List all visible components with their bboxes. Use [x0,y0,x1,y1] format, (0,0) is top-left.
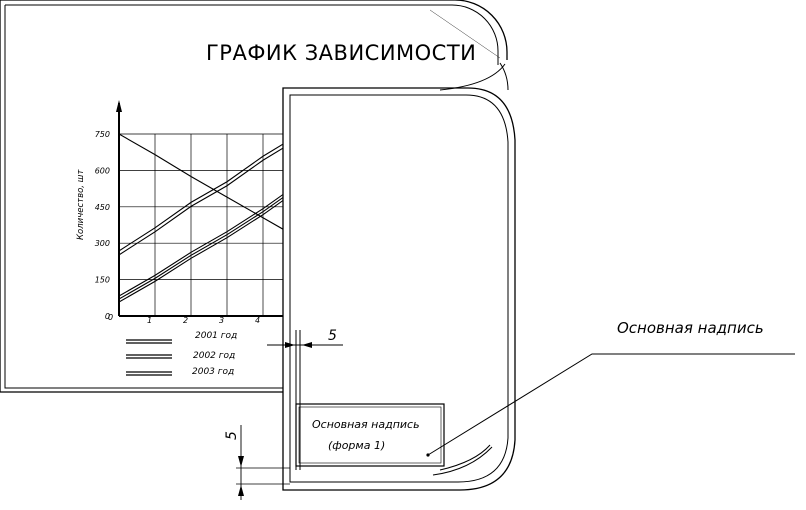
x-tick-label: 2 [183,316,188,325]
legend-item-2003: 2003 год [126,367,234,377]
legend-item-2002: 2002 год [126,351,235,361]
x-tick-label: 4 [255,316,260,325]
front-sheet [282,87,516,491]
legend-item-2001: 2001 год [126,331,237,344]
callout-label: Основная надпись [617,319,764,337]
x-tick-label: 1 [147,316,152,325]
title-block-line1: Основная надпись [312,418,420,431]
chart-axes [116,100,299,317]
title-block [295,403,445,467]
y-tick-labels: 0 150 300 450 600 750 [95,130,110,321]
y-tick-label: 0 [105,312,110,321]
y-tick-label: 300 [95,239,110,248]
dimension-vertical: 5 [224,425,290,500]
sheet-title: ГРАФИК ЗАВИСИМОСТИ [206,41,476,65]
series-line [119,193,283,297]
callout-leader [427,353,795,456]
title-block-line2: (форма 1) [328,439,385,452]
front-sheet-inner [289,94,509,483]
y-axis-arrow [116,100,122,112]
series-line [119,147,283,256]
series-line [119,133,283,230]
series-line [119,143,283,252]
back-sheet [0,0,508,393]
series-2 [119,143,283,256]
legend-label-2003: 2003 год [192,367,234,377]
dimension-horizontal-value: 5 [328,328,337,344]
x-tick-labels: 0 1 2 3 4 [108,313,260,325]
sheet-curl [432,62,509,476]
series-line [119,199,283,303]
y-tick-label: 150 [95,276,110,285]
dimension-vertical-value: 5 [224,431,240,440]
back-sheet-inner [4,4,499,389]
chart-grid [118,133,300,317]
legend-label-2002: 2002 год [193,351,235,361]
series-line [119,196,283,300]
legend: 2001 год 2002 год 2003 год [126,331,237,377]
series-1 [119,133,283,230]
series-3 [119,193,283,303]
y-axis-label: Количество, шт [76,169,86,240]
legend-label-2001: 2001 год [195,331,237,341]
chart-series [119,133,283,303]
x-tick-label: 0 [108,313,113,322]
x-tick-label: 3 [219,316,224,325]
y-tick-label: 750 [95,130,110,139]
y-tick-label: 450 [95,203,110,212]
dimension-horizontal: 5 [267,328,343,348]
y-tick-label: 600 [95,166,110,175]
